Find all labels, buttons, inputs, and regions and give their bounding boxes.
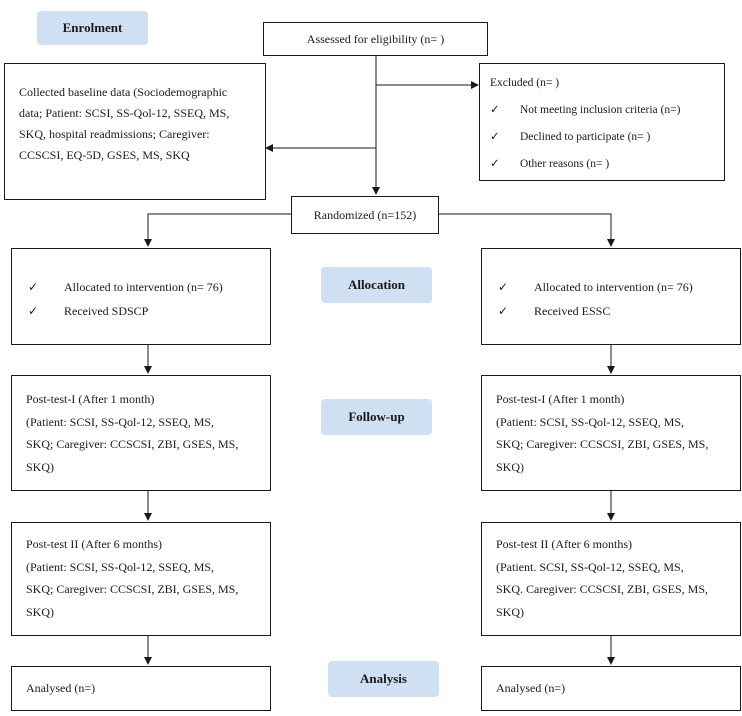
posttest-line: (Patient. SCSI, SS-Qol-12, SSEQ, MS, (496, 559, 684, 574)
check-icon: ✓ (28, 304, 39, 318)
excluded-box: Excluded (n= ) ✓Not meeting inclusion cr… (479, 63, 725, 181)
stage-enrolment: Enrolment (37, 11, 148, 45)
posttest-line: (Patient: SCSI, SS-Qol-12, SSEQ, MS, (496, 414, 685, 429)
baseline-box: Collected baseline data (Sociodemographi… (4, 63, 266, 200)
left-posttest2-box: Post-test II (After 6 months) (Patient: … (11, 522, 271, 636)
posttest-line: (Patient: SCSI, SS-Qol-12, SSEQ, MS, (26, 559, 215, 574)
baseline-line: CCSCSI, EQ-5D, GSES, MS, SKQ (19, 148, 190, 162)
connector-randomized-left (144, 213, 291, 247)
baseline-line: SKQ, hospital readmissions; Caregiver: (19, 127, 210, 141)
posttest-line: (Patient: SCSI, SS-Qol-12, SSEQ, MS, (26, 414, 215, 429)
check-icon: ✓ (28, 280, 39, 294)
analysed-text: Analysed (n=) (26, 681, 96, 695)
left-analysed-box: Analysed (n=) (11, 666, 271, 711)
check-icon: ✓ (498, 280, 509, 294)
excluded-item: ✓Not meeting inclusion criteria (n=) (490, 97, 724, 124)
posttest-line: SKQ; Caregiver: CCSCSI, ZBI, GSES, MS, (26, 582, 239, 596)
posttest-line: SKQ) (26, 459, 55, 474)
connector-randomized-right (439, 213, 615, 247)
baseline-line: Collected baseline data (Sociodemographi… (19, 85, 228, 99)
posttest-line: SKQ. Caregiver: CCSCSI, ZBI, GSES, MS, (496, 582, 709, 596)
posttest-line: SKQ) (26, 604, 55, 619)
posttest-line: SKQ) (496, 604, 525, 619)
stage-analysis: Analysis (328, 661, 439, 697)
right-posttest1-box: Post-test-I (After 1 month) (Patient: SC… (481, 375, 741, 491)
randomized-box: Randomized (n=152) (291, 196, 439, 234)
right-analysed-box: Analysed (n=) (481, 666, 741, 711)
stage-allocation: Allocation (321, 267, 432, 303)
stage-followup: Follow-up (321, 399, 432, 435)
left-allocation-box: ✓Allocated to intervention (n= 76) ✓Rece… (11, 248, 271, 345)
allocation-item: ✓Received SDSCP (28, 299, 270, 323)
analysed-text: Analysed (n=) (496, 681, 566, 695)
randomized-text: Randomized (n=152) (313, 208, 417, 222)
check-icon: ✓ (490, 131, 500, 143)
posttest-line: Post-test II (After 6 months) (26, 537, 162, 551)
check-icon: ✓ (498, 304, 509, 318)
right-posttest2-box: Post-test II (After 6 months) (Patient. … (481, 522, 741, 636)
excluded-item: ✓Declined to participate (n= ) (490, 124, 724, 151)
allocation-item: ✓Received ESSC (498, 299, 740, 323)
posttest-line: SKQ; Caregiver: CCSCSI, ZBI, GSES, MS, (496, 437, 709, 451)
excluded-title: Excluded (n= ) (490, 77, 560, 89)
posttest-line: Post-test-I (After 1 month) (26, 392, 155, 406)
allocation-item: ✓Allocated to intervention (n= 76) (28, 275, 270, 299)
check-icon: ✓ (490, 104, 500, 116)
right-allocation-box: ✓Allocated to intervention (n= 76) ✓Rece… (481, 248, 741, 345)
assessed-text: Assessed for eligibility (n= ) (306, 32, 445, 46)
posttest-line: SKQ; Caregiver: CCSCSI, ZBI, GSES, MS, (26, 437, 239, 451)
posttest-line: Post-test II (After 6 months) (496, 537, 632, 551)
left-posttest1-box: Post-test-I (After 1 month) (Patient: SC… (11, 375, 271, 491)
excluded-item: ✓Other reasons (n= ) (490, 151, 724, 178)
posttest-line: Post-test-I (After 1 month) (496, 392, 625, 406)
baseline-line: data; Patient: SCSI, SS-Qol-12, SSEQ, MS… (19, 106, 230, 120)
posttest-line: SKQ) (496, 459, 525, 474)
allocation-item: ✓Allocated to intervention (n= 76) (498, 275, 740, 299)
check-icon: ✓ (490, 158, 500, 170)
assessed-box: Assessed for eligibility (n= ) (263, 22, 488, 56)
